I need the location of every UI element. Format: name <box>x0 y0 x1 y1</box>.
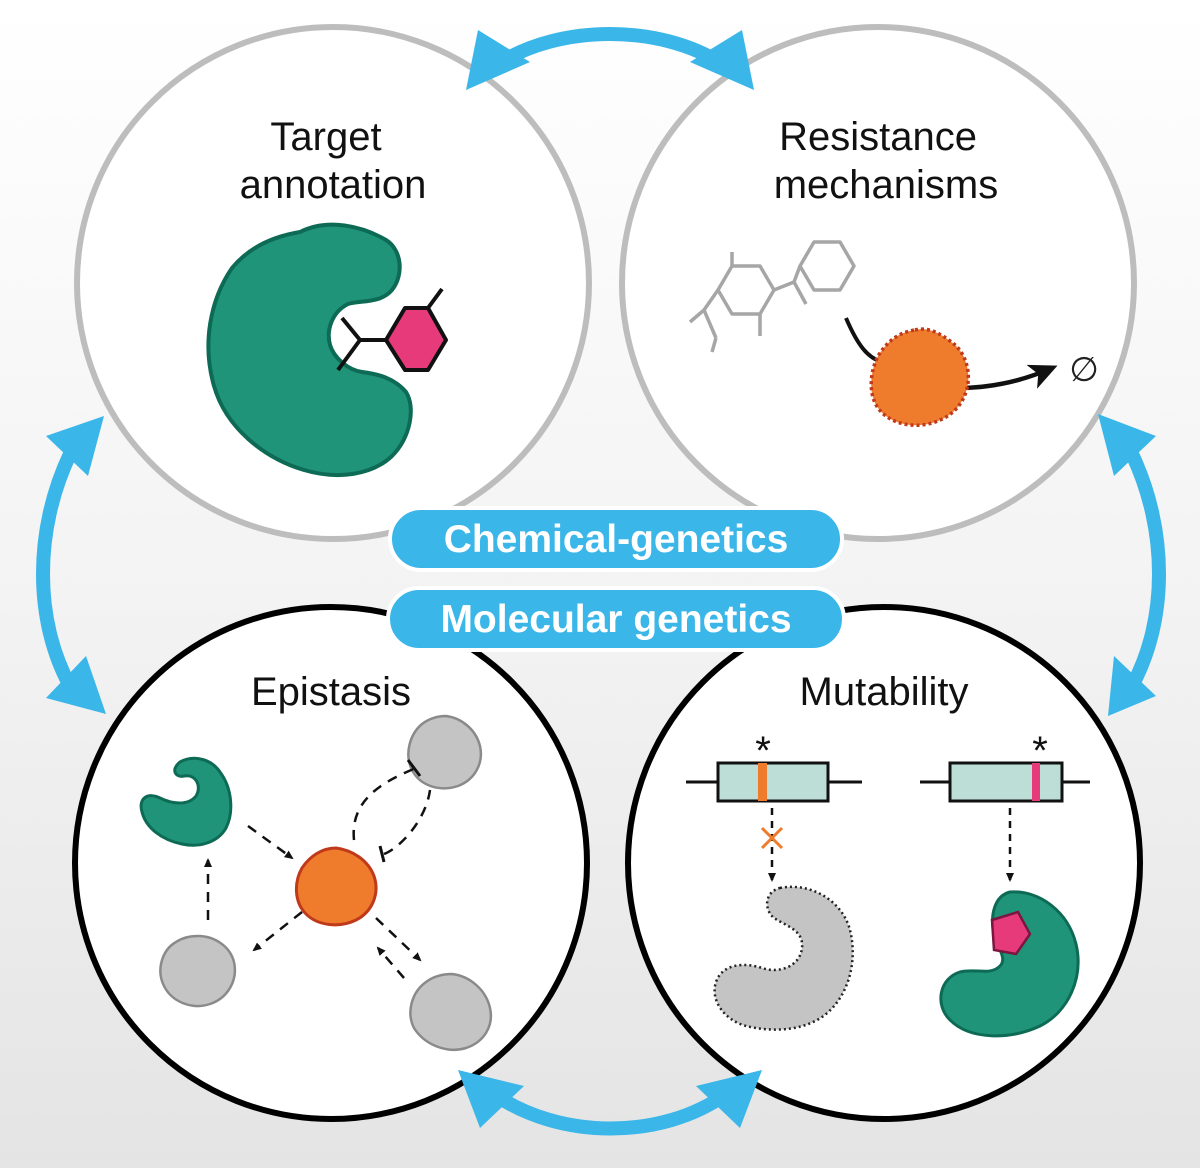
arrow-left-bottom-head <box>46 656 106 714</box>
epistasis-gray-node-left <box>159 934 237 1008</box>
drug-molecule-icon <box>688 240 856 353</box>
chemical-genetics-pill <box>388 506 844 572</box>
epistasis-gray-node-top <box>407 714 483 790</box>
gene-construct-lethal <box>686 761 862 803</box>
chemical-genetics-label: Chemical-genetics <box>444 518 789 561</box>
arrow-top <box>494 27 726 70</box>
resistance-mechanisms-title-line2: mechanisms <box>774 163 999 207</box>
molecular-genetics-pill <box>386 586 846 652</box>
bound-ligand-icon <box>990 910 1032 956</box>
arrow-top-left-head <box>466 30 530 90</box>
panel-epistasis: Epistasis <box>72 604 590 1122</box>
null-product-symbol: ∅ <box>1069 351 1099 389</box>
epistasis-interactions <box>204 766 432 979</box>
gene-construct-tolerated <box>920 761 1090 803</box>
arrow-bottom <box>490 1088 731 1136</box>
ligand-molecule-icon <box>336 287 448 372</box>
target-annotation-title-line1: Target <box>270 115 381 159</box>
mutation-marker-lethal: * <box>755 729 771 773</box>
epistasis-title: Epistasis <box>251 670 411 714</box>
arrow-right-bottom-head <box>1108 656 1156 716</box>
mutability-title: Mutability <box>800 670 969 714</box>
arrow-bottom-left-head <box>458 1070 524 1128</box>
target-annotation-title-line2: annotation <box>240 163 427 207</box>
center-labels: Chemical-genetics Molecular genetics <box>386 506 846 652</box>
nonfunctional-protein-icon <box>713 885 854 1031</box>
mutation-marker-tolerated: * <box>1032 729 1048 773</box>
panel-mutability: Mutability * * <box>625 604 1143 1122</box>
arrow-left-top-head <box>46 416 104 476</box>
resistance-enzyme-icon <box>869 327 971 427</box>
epistasis-inhibition-marks <box>378 759 422 863</box>
arrow-left <box>36 451 77 690</box>
panel-target-annotation: Target annotation <box>74 24 592 542</box>
arrow-right-top-head <box>1098 414 1156 476</box>
epistasis-teal-protein <box>139 756 233 847</box>
molecular-genetics-label: Molecular genetics <box>440 598 791 641</box>
epistasis-gray-node-right <box>409 972 493 1051</box>
arrow-top-right-head <box>690 30 754 90</box>
resistance-mechanisms-title-line1: Resistance <box>779 115 977 159</box>
connector-arrows <box>36 27 1166 1136</box>
arrow-bottom-right-head <box>696 1070 762 1128</box>
blocked-cross-icon <box>760 826 784 850</box>
resistance-mechanisms-circle <box>619 24 1137 542</box>
panel-resistance-mechanisms: Resistance mechanisms ∅ <box>619 24 1137 542</box>
epistasis-orange-hub <box>295 846 378 927</box>
target-protein-icon <box>206 222 413 477</box>
arrow-right <box>1125 451 1166 690</box>
